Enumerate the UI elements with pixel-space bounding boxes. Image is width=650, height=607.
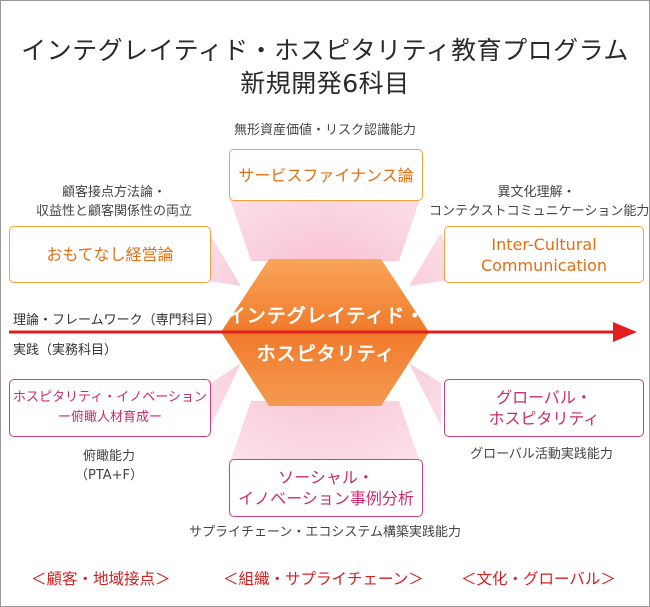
center-label-line1: インテグレイティド・ <box>226 305 426 327</box>
skill-intercultural-line2: コンテクストコミュニケーション能力 <box>429 204 650 219</box>
subject-innovation-name-line2: ー俯瞰人材育成ー <box>57 410 162 425</box>
skill-intercultural-line1: 異文化理解・ <box>497 185 576 200</box>
category-customer: ＜顧客・地域接点＞ <box>31 570 171 588</box>
skill-innovation: 俯瞰能力 （PTA+F） <box>9 447 209 485</box>
skill-omotenashi-line2: 収益性と顧客関係性の両立 <box>35 204 192 219</box>
subject-intercultural-name-line2: Communication <box>480 255 608 275</box>
subject-service-finance: サービスファイナンス論 <box>229 149 423 201</box>
subject-global-name-line1: グローバル・ <box>496 388 592 407</box>
axis-label-practice: 実践（実務科目） <box>13 343 118 358</box>
category-culture: ＜文化・グローバル＞ <box>461 570 616 588</box>
ray-top <box>229 196 421 261</box>
ray-bottom-left <box>211 363 241 426</box>
skill-global: グローバル活動実践能力 <box>470 447 613 462</box>
subject-innovation-name-line1: ホスピタリティ・イノベーション <box>13 390 207 405</box>
progress-arrow-head <box>613 322 637 342</box>
subject-social-name-line1: ソーシャル・ <box>278 468 374 487</box>
subject-omotenashi: おもてなし経営論 <box>9 226 211 283</box>
skill-intercultural: 異文化理解・ コンテクストコミュニケーション能力 <box>429 183 650 221</box>
subject-intercultural: Inter-Cultural Communication <box>444 226 644 283</box>
diagram-title-line2: 新規開発6科目 <box>240 69 410 98</box>
ray-bottom <box>227 401 423 471</box>
skill-innovation-line2: （PTA+F） <box>74 468 144 483</box>
subject-omotenashi-name: おもてなし経営論 <box>46 245 174 264</box>
axis-label-theory: 理論・フレームワーク（専門科目） <box>13 313 221 328</box>
skill-omotenashi: 顧客接点方法論・ 収益性と顧客関係性の両立 <box>9 183 219 221</box>
subject-service-finance-name: サービスファイナンス論 <box>238 165 414 185</box>
diagram-title-line1: インテグレイティド・ホスピタリティ教育プログラム <box>21 36 629 65</box>
skill-service-finance: 無形資産価値・リスク認識能力 <box>233 123 416 138</box>
category-organization: ＜組織・サプライチェーン＞ <box>223 570 424 588</box>
skill-social: サプライチェーン・エコシステム構築実践能力 <box>189 525 461 540</box>
subject-global-name-line2: ホスピタリティ <box>488 409 600 428</box>
subject-intercultural-name-line1: Inter-Cultural <box>491 234 597 254</box>
subject-innovation: ホスピタリティ・イノベーション ー俯瞰人材育成ー <box>9 379 211 437</box>
center-label-line2: ホスピタリティ <box>256 343 396 365</box>
skill-omotenashi-line1: 顧客接点方法論・ <box>61 185 166 200</box>
ray-bottom-right <box>409 363 441 426</box>
skill-innovation-line1: 俯瞰能力 <box>82 449 135 464</box>
subject-social-name-line2: イノベーション事例分析 <box>238 489 414 508</box>
subject-social: ソーシャル・ イノベーション事例分析 <box>229 459 423 517</box>
subject-global: グローバル・ ホスピタリティ <box>444 379 644 437</box>
